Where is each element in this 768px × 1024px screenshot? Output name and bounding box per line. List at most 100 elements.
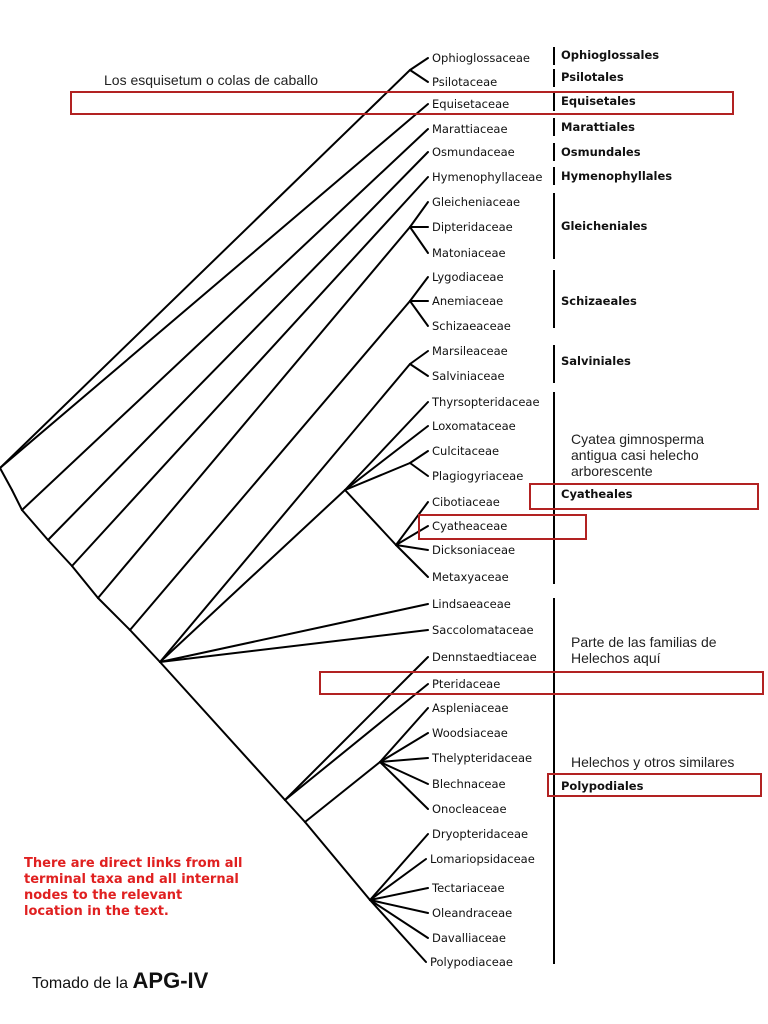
tree-branch bbox=[0, 103, 429, 469]
taxon-label[interactable]: Davalliaceae bbox=[432, 931, 506, 945]
tree-branch bbox=[344, 462, 411, 491]
taxon-label[interactable]: Psilotaceae bbox=[432, 75, 498, 89]
taxon-label[interactable]: Lindsaeaceae bbox=[432, 597, 511, 611]
taxon-label[interactable]: Woodsiaceae bbox=[432, 726, 508, 740]
tree-branch bbox=[409, 226, 429, 254]
tree-branch bbox=[159, 629, 429, 663]
tree-branch bbox=[129, 629, 161, 663]
taxon-label[interactable]: Polypodiaceae bbox=[430, 955, 513, 969]
taxon-label[interactable]: Marattiaceae bbox=[432, 122, 508, 136]
taxon-label[interactable]: Plagiogyriaceae bbox=[432, 469, 524, 483]
order-bracket bbox=[553, 392, 555, 584]
taxon-label[interactable]: Aspleniaceae bbox=[432, 701, 509, 715]
highlight-box-cyatheaceae bbox=[418, 514, 587, 540]
tree-branch bbox=[71, 176, 429, 567]
tree-branch bbox=[409, 201, 429, 228]
tree-branch bbox=[379, 761, 429, 785]
tree-branch bbox=[21, 128, 429, 511]
tree-branch bbox=[379, 761, 429, 810]
annotation-pteridaceae: Parte de las familias de Helechos aquí bbox=[571, 634, 717, 666]
taxon-label[interactable]: Lomariopsidaceae bbox=[430, 852, 535, 866]
tree-branch bbox=[395, 501, 429, 546]
tree-branch bbox=[395, 525, 429, 546]
tree-branch bbox=[369, 833, 429, 901]
order-bracket bbox=[553, 143, 555, 161]
taxon-label[interactable]: Saccolomataceae bbox=[432, 623, 534, 637]
tree-branch bbox=[379, 732, 429, 763]
taxon-label[interactable]: Thelypteridaceae bbox=[432, 751, 533, 765]
order-label-cyatheales[interactable]: Cyatheales bbox=[561, 487, 633, 501]
order-label-ophioglossales[interactable]: Ophioglossales bbox=[561, 48, 660, 62]
order-label-psilotales[interactable]: Psilotales bbox=[561, 70, 624, 84]
taxon-label[interactable]: Dryopteridaceae bbox=[432, 827, 529, 841]
annotation-polypodiales: Helechos y otros similares bbox=[571, 754, 735, 770]
tree-branch bbox=[159, 363, 411, 663]
taxon-label[interactable]: Osmundaceae bbox=[432, 145, 515, 159]
tree-branch bbox=[409, 276, 429, 302]
tree-branch bbox=[395, 544, 429, 578]
taxon-label[interactable]: Cyatheaceae bbox=[432, 519, 508, 533]
order-label-equisetales[interactable]: Equisetales bbox=[561, 94, 636, 108]
tree-branch bbox=[47, 539, 73, 567]
taxon-label[interactable]: Dicksoniaceae bbox=[432, 543, 516, 557]
taxon-label[interactable]: Thyrsopteridaceae bbox=[432, 395, 540, 409]
annotation-equisetum: Los esquisetum o colas de caballo bbox=[104, 72, 319, 88]
taxon-label[interactable]: Dennstaedtiaceae bbox=[432, 650, 537, 664]
taxon-label[interactable]: Salviniaceae bbox=[432, 369, 505, 383]
order-label-marattiales[interactable]: Marattiales bbox=[561, 120, 635, 134]
taxon-label[interactable]: Gleicheniaceae bbox=[432, 195, 521, 209]
order-bracket bbox=[553, 345, 555, 383]
taxon-label[interactable]: Onocleaceae bbox=[432, 802, 507, 816]
tree-branch bbox=[395, 544, 429, 551]
tree-branch bbox=[97, 226, 411, 599]
taxon-label[interactable]: Lygodiaceae bbox=[432, 270, 504, 284]
taxon-label[interactable]: Pteridaceae bbox=[432, 677, 501, 691]
order-bracket bbox=[553, 193, 555, 259]
taxon-label[interactable]: Equisetaceae bbox=[432, 97, 510, 111]
tree-branch bbox=[409, 462, 429, 477]
taxon-label[interactable]: Hymenophyllaceae bbox=[432, 170, 543, 184]
taxon-label[interactable]: Oleandraceae bbox=[432, 906, 513, 920]
tree-branch bbox=[409, 57, 429, 71]
source-prefix: Tomado de la bbox=[32, 975, 129, 992]
taxon-label[interactable]: Tectariaceae bbox=[432, 881, 505, 895]
tree-branch bbox=[0, 69, 411, 469]
taxon-label[interactable]: Culcitaceae bbox=[432, 444, 500, 458]
taxon-label[interactable]: Metaxyaceae bbox=[432, 570, 509, 584]
taxon-label[interactable]: Ophioglossaceae bbox=[432, 51, 530, 65]
highlight-box-polypodiales bbox=[547, 773, 762, 797]
order-label-hymenophyllales[interactable]: Hymenophyllales bbox=[561, 169, 673, 183]
order-bracket bbox=[553, 69, 555, 87]
order-label-polypodiales[interactable]: Polypodiales bbox=[561, 779, 644, 793]
tree-branch bbox=[369, 899, 429, 914]
tree-branch bbox=[304, 821, 371, 901]
order-label-schizaeales[interactable]: Schizaeales bbox=[561, 294, 637, 308]
taxon-label[interactable]: Marsileaceae bbox=[432, 344, 508, 358]
taxon-label[interactable]: Anemiaceae bbox=[432, 294, 504, 308]
tree-branch bbox=[97, 597, 131, 631]
order-label-gleicheniales[interactable]: Gleicheniales bbox=[561, 219, 648, 233]
tree-branch bbox=[369, 858, 427, 901]
source-credit: Tomado de la APG-IV bbox=[32, 968, 208, 994]
order-label-salviniales[interactable]: Salviniales bbox=[561, 354, 631, 368]
tree-branch bbox=[409, 300, 429, 327]
tree-branch bbox=[344, 425, 429, 491]
annotation-cyatea: Cyatea gimnosperma antigua casi helecho … bbox=[571, 431, 705, 479]
tree-branch bbox=[379, 757, 429, 763]
order-bracket bbox=[553, 47, 555, 65]
tree-branch bbox=[409, 350, 429, 365]
order-bracket bbox=[553, 598, 555, 964]
taxon-label[interactable]: Dipteridaceae bbox=[432, 220, 513, 234]
tree-branch bbox=[379, 707, 429, 763]
taxon-label[interactable]: Loxomataceae bbox=[432, 419, 516, 433]
order-bracket bbox=[553, 118, 555, 136]
taxon-label[interactable]: Schizaeaceae bbox=[432, 319, 511, 333]
tree-branch bbox=[409, 363, 429, 377]
tree-branch bbox=[47, 151, 429, 541]
taxon-label[interactable]: Matoniaceae bbox=[432, 246, 506, 260]
taxon-label[interactable]: Cibotiaceae bbox=[432, 495, 500, 509]
order-label-osmundales[interactable]: Osmundales bbox=[561, 145, 641, 159]
taxon-label[interactable]: Blechnaceae bbox=[432, 777, 506, 791]
tree-branch bbox=[304, 761, 381, 823]
